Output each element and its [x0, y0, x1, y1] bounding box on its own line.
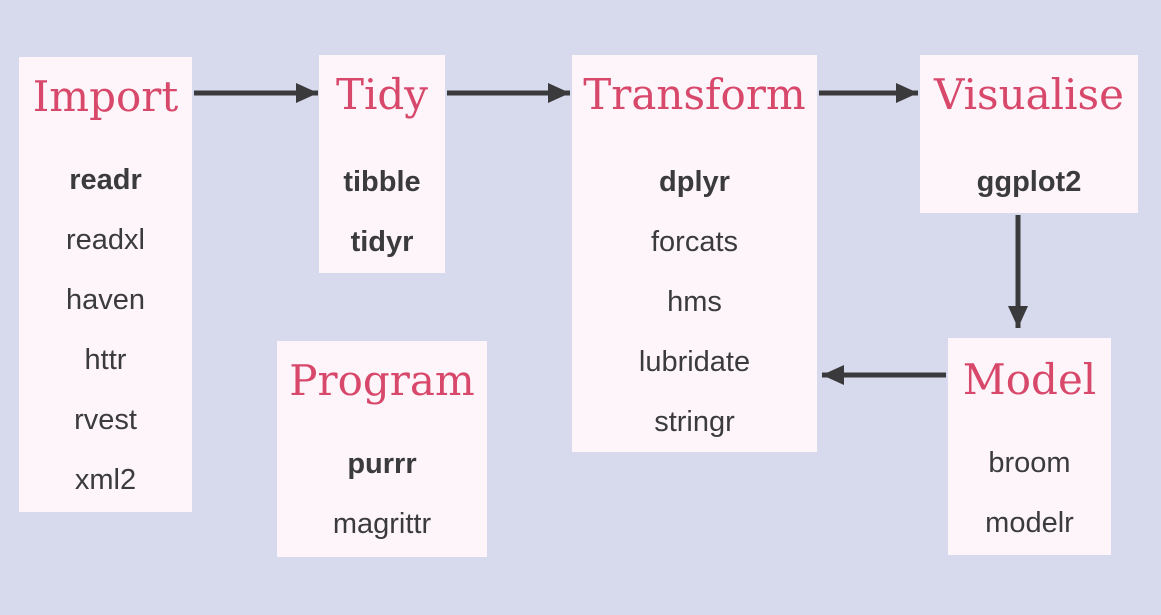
node-transform-packages: dplyr forcats hms lubridate stringr	[572, 152, 817, 452]
package-tibble: tibble	[343, 166, 421, 198]
package-modelr: modelr	[985, 507, 1074, 539]
node-tidy-title: Tidy	[335, 70, 429, 119]
node-model-title: Model	[962, 355, 1097, 404]
package-readr: readr	[69, 164, 142, 196]
package-xml2: xml2	[74, 464, 137, 496]
node-model-packages: broom modelr	[948, 433, 1111, 553]
package-haven: haven	[65, 284, 145, 316]
node-import-packages: readr readxl haven httr rvest xml2	[19, 150, 192, 510]
package-tidyr: tidyr	[350, 226, 414, 258]
package-httr: httr	[84, 344, 127, 376]
node-transform: Transform dplyr forcats hms lubridate st…	[572, 55, 817, 452]
node-visualise-title: Visualise	[934, 70, 1124, 119]
package-rvest: rvest	[74, 404, 137, 436]
package-magrittr: magrittr	[332, 508, 432, 540]
node-visualise-packages: ggplot2	[920, 152, 1138, 212]
package-purrr: purrr	[347, 448, 417, 480]
node-program-packages: purrr magrittr	[277, 434, 487, 554]
package-forcats: forcats	[650, 226, 739, 258]
node-import-title: Import	[32, 72, 179, 121]
node-tidy-packages: tibble tidyr	[319, 152, 445, 272]
node-model: Model broom modelr	[948, 338, 1111, 555]
node-tidy: Tidy tibble tidyr	[319, 55, 445, 273]
node-import: Import readr readxl haven httr rvest xml…	[19, 57, 192, 512]
package-readxl: readxl	[66, 224, 145, 256]
node-program-title: Program	[289, 356, 475, 405]
package-dplyr: dplyr	[659, 166, 730, 198]
package-stringr: stringr	[654, 406, 735, 438]
node-transform-title: Transform	[583, 70, 806, 119]
package-ggplot2: ggplot2	[976, 166, 1082, 198]
package-lubridate: lubridate	[638, 346, 751, 378]
package-broom: broom	[988, 447, 1071, 479]
node-visualise: Visualise ggplot2	[920, 55, 1138, 213]
node-program: Program purrr magrittr	[277, 341, 487, 557]
package-hms: hms	[667, 286, 722, 318]
